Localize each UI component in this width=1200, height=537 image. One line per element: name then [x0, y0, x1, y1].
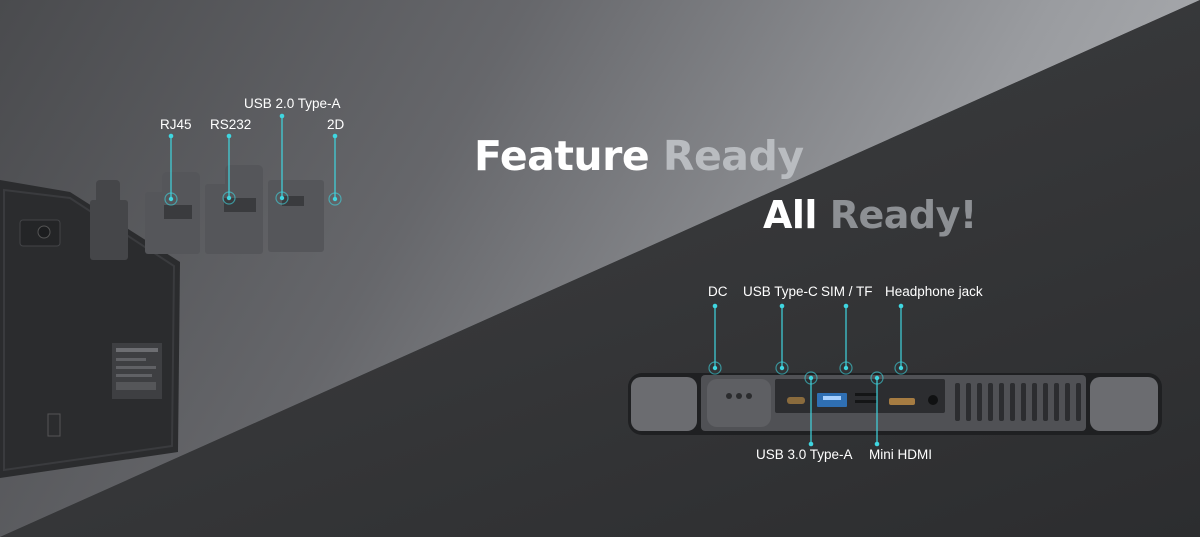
- label-dc: DC: [708, 284, 728, 299]
- label-usb30-type-a: USB 3.0 Type-A: [756, 447, 853, 462]
- label-headphone-jack: Headphone jack: [885, 284, 983, 299]
- label-rj45: RJ45: [160, 117, 192, 132]
- label-mini-hdmi: Mini HDMI: [869, 447, 932, 462]
- headline-word-feature: Feature: [474, 132, 650, 180]
- label-rs232: RS232: [210, 117, 252, 132]
- label-sim-tf: SIM / TF: [821, 284, 873, 299]
- tablet-side-illustration: [628, 373, 1162, 435]
- label-usb-type-c: USB Type-C: [743, 284, 818, 299]
- headline-word-ready-exclaim: Ready!: [829, 193, 977, 237]
- tablet-back-illustration: [0, 165, 324, 478]
- headline-word-all: All: [763, 193, 817, 237]
- headline-word-ready: Ready: [662, 132, 804, 180]
- headline-feature-ready: Feature Ready: [474, 132, 804, 180]
- headline-all-ready: All Ready!: [763, 193, 977, 237]
- label-2d-scanner: 2D: [327, 117, 345, 132]
- label-usb20-type-a: USB 2.0 Type-A: [244, 96, 341, 111]
